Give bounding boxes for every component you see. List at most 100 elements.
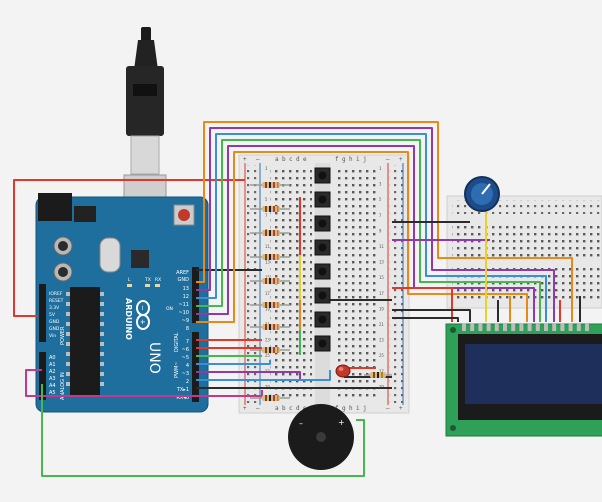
- pushbutton[interactable]: [314, 167, 331, 184]
- lcd-pin[interactable]: [560, 323, 565, 331]
- lcd-pin[interactable]: [527, 323, 532, 331]
- red-led[interactable]: [335, 364, 351, 378]
- digital-section-label: DIGITAL: [174, 332, 180, 352]
- digital-header-top[interactable]: [192, 267, 199, 323]
- lcd-pin[interactable]: [478, 323, 483, 331]
- rail-minus-top-right: –: [386, 156, 390, 163]
- resistor[interactable]: [250, 324, 290, 330]
- analog-header[interactable]: [39, 352, 46, 400]
- rail-plus-bottom-right: +: [399, 405, 403, 412]
- power-header[interactable]: [39, 284, 46, 342]
- lcd-pin[interactable]: [494, 323, 499, 331]
- lcd-pin[interactable]: [486, 323, 491, 331]
- led-resistor[interactable]: [364, 372, 392, 378]
- wire-5v-red[interactable]: [13, 179, 245, 317]
- lcd-pin[interactable]: [462, 323, 466, 331]
- lcd-pin[interactable]: [519, 323, 524, 331]
- resistor[interactable]: [250, 206, 290, 212]
- wire-pin10-blue[interactable]: [196, 133, 547, 322]
- lcd-pin[interactable]: [568, 323, 573, 331]
- row-number: 21: [379, 322, 384, 327]
- pushbutton[interactable]: [314, 311, 331, 328]
- pushbutton[interactable]: [314, 215, 331, 232]
- atmega-chip: [70, 287, 100, 395]
- row-number: 5: [379, 197, 382, 202]
- potentiometer[interactable]: [464, 176, 500, 212]
- row-number: 7: [265, 213, 268, 218]
- pushbutton[interactable]: [314, 239, 331, 256]
- analog-section-label: ANALOG IN: [60, 372, 66, 400]
- wire-led-blue[interactable]: [196, 360, 271, 365]
- pushbutton[interactable]: [314, 287, 331, 304]
- wire-buzzer-green[interactable]: [41, 384, 365, 477]
- resistor[interactable]: [250, 254, 290, 260]
- svg-text:−: −: [139, 305, 147, 311]
- col-i-bottom: i: [356, 405, 360, 412]
- row-number: 3: [379, 182, 382, 187]
- lcd-pin[interactable]: [544, 323, 548, 331]
- crystal: [99, 237, 121, 273]
- resistor-group[interactable]: [250, 182, 290, 401]
- lcd-pin[interactable]: [585, 323, 589, 331]
- col-b-bottom: b: [282, 405, 286, 412]
- resistor[interactable]: [250, 278, 290, 284]
- usb-cable[interactable]: [123, 27, 167, 216]
- secondary-breadboard[interactable]: [446, 195, 602, 309]
- wire-led-purple[interactable]: [196, 371, 301, 380]
- row-number: 15: [379, 275, 384, 280]
- pin-label-1: TX▸1: [176, 387, 189, 393]
- buzzer-plus-label: +: [338, 418, 345, 427]
- row-number: 1: [265, 166, 268, 171]
- wire-pin7-orange[interactable]: [196, 151, 528, 323]
- row-number: 1: [379, 166, 382, 171]
- pin-label-7: 7: [186, 339, 189, 345]
- arduino-uno-board[interactable]: IOREF RESET 3.3V 5V GND GND Vin POWER A0…: [35, 193, 209, 413]
- pin-label-3v3: 3.3V: [49, 305, 60, 311]
- col-d: d: [296, 156, 300, 163]
- wire-button-blue[interactable]: [196, 370, 331, 381]
- col-b: b: [282, 156, 286, 163]
- col-i: i: [356, 156, 360, 163]
- lcd-pin[interactable]: [511, 323, 516, 331]
- pin-label-11: ~11: [178, 302, 189, 308]
- digital-header-bottom[interactable]: [192, 332, 199, 402]
- pin-label-9: ~9: [182, 318, 189, 324]
- rail-plus-bottom-left: +: [243, 405, 247, 412]
- resistor[interactable]: [250, 182, 290, 188]
- col-e: e: [303, 156, 307, 163]
- pushbutton[interactable]: [314, 263, 331, 280]
- wire-lcd-gnd[interactable]: [392, 309, 471, 322]
- brand-label: ARDUINO: [124, 298, 133, 340]
- piezo-buzzer[interactable]: – +: [288, 404, 354, 470]
- resistor[interactable]: [250, 230, 290, 236]
- resistor[interactable]: [250, 347, 290, 353]
- pin-label-gnd-2: GND: [49, 326, 60, 332]
- pin-label-aref: AREF: [176, 270, 189, 276]
- resistor[interactable]: [250, 302, 290, 308]
- pin-label-ioref: IOREF: [49, 291, 63, 297]
- pin-label-a0: A0: [49, 355, 56, 361]
- row-number: 5: [265, 197, 268, 202]
- wires[interactable]: [13, 121, 581, 477]
- col-d-bottom: d: [296, 405, 300, 412]
- lcd-pin[interactable]: [535, 323, 540, 331]
- resistor[interactable]: [250, 395, 290, 401]
- wire-pin8-purple[interactable]: [196, 145, 535, 322]
- rail-minus-bottom-left: –: [256, 405, 260, 412]
- wire-pin9-green[interactable]: [196, 139, 541, 322]
- lcd-pin[interactable]: [470, 323, 475, 331]
- wire-pin11-purple[interactable]: [196, 127, 555, 322]
- pushbutton[interactable]: [314, 335, 331, 352]
- lcd-16x2[interactable]: [445, 323, 602, 437]
- pushbutton-group[interactable]: [314, 167, 331, 352]
- pushbutton[interactable]: [314, 191, 331, 208]
- lcd-pin[interactable]: [576, 323, 581, 331]
- wire-pin12-orange[interactable]: [196, 121, 573, 322]
- lcd-pin[interactable]: [552, 323, 557, 331]
- lcd-pin[interactable]: [503, 323, 507, 331]
- led-rx-label: RX: [155, 277, 161, 283]
- pin-label-3: ~3: [182, 371, 189, 377]
- wire-analog-magenta[interactable]: [25, 369, 263, 397]
- col-c-bottom: c: [289, 405, 293, 412]
